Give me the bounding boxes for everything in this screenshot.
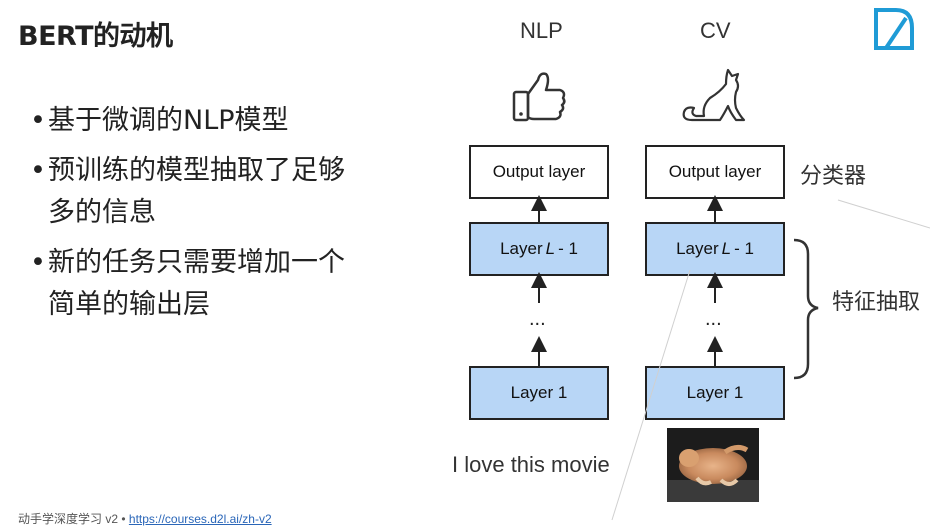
layer-var: L: [545, 239, 556, 258]
nlp-output-layer-label: Output layer: [492, 162, 586, 181]
bullet-list: •基于微调的NLP模型 •预训练的模型抽取了足够 多的信息 •新的任务只需要增加…: [30, 100, 345, 326]
cv-layer-1-label: Layer 1: [686, 383, 744, 402]
layer-var: L: [721, 239, 732, 258]
nlp-output-layer: Output layer: [469, 145, 609, 199]
column-label-cv: CV: [700, 18, 731, 43]
slide-title: BERT的动机: [18, 21, 173, 52]
bullet-text: 基于微调的NLP模型: [48, 105, 289, 136]
cv-layer-1: Layer 1: [645, 366, 785, 420]
thumbs-up-icon: [512, 72, 566, 122]
bullet-text-cont: 多的信息: [48, 197, 156, 228]
d2l-logo: [874, 8, 914, 50]
footer-link[interactable]: https://courses.d2l.ai/zh-v2: [128, 512, 272, 526]
cv-output-layer-label: Output layer: [668, 162, 762, 181]
bullet-text-cont: 简单的输出层: [48, 289, 210, 320]
bullet-item-3: •新的任务只需要增加一个 简单的输出层: [30, 242, 345, 326]
nlp-ellipsis: ...: [529, 308, 546, 330]
nlp-layer-1-label: Layer 1: [510, 383, 568, 402]
nlp-input-sentence: I love this movie: [452, 452, 610, 477]
bullet-text: 新的任务只需要增加一个: [48, 247, 345, 278]
cv-layer-l-minus-1: Layer L - 1: [645, 222, 785, 276]
bullet-item-1: •基于微调的NLP模型: [30, 105, 289, 136]
cv-output-layer: Output layer: [645, 145, 785, 199]
feature-extraction-label: 特征抽取: [832, 290, 921, 315]
nlp-layer-l-minus-1: Layer L - 1: [469, 222, 609, 276]
column-label-nlp: NLP: [520, 18, 563, 43]
bullet-item-2: •预训练的模型抽取了足够 多的信息: [30, 150, 345, 234]
layer-suffix: - 1: [734, 239, 754, 258]
nlp-layer-1: Layer 1: [469, 366, 609, 420]
layer-suffix: - 1: [558, 239, 578, 258]
bullet-text: 预训练的模型抽取了足够: [48, 155, 345, 186]
classifier-label: 分类器: [800, 164, 867, 189]
cv-ellipsis: ...: [705, 308, 722, 330]
cat-icon: [682, 68, 746, 122]
footer-text: 动手学深度学习 v2 •: [18, 512, 129, 526]
layer-prefix: Layer: [500, 239, 543, 258]
layer-prefix: Layer: [676, 239, 719, 258]
cat-photo: [667, 428, 759, 502]
footer: 动手学深度学习 v2 • https://courses.d2l.ai/zh-v…: [18, 510, 272, 527]
